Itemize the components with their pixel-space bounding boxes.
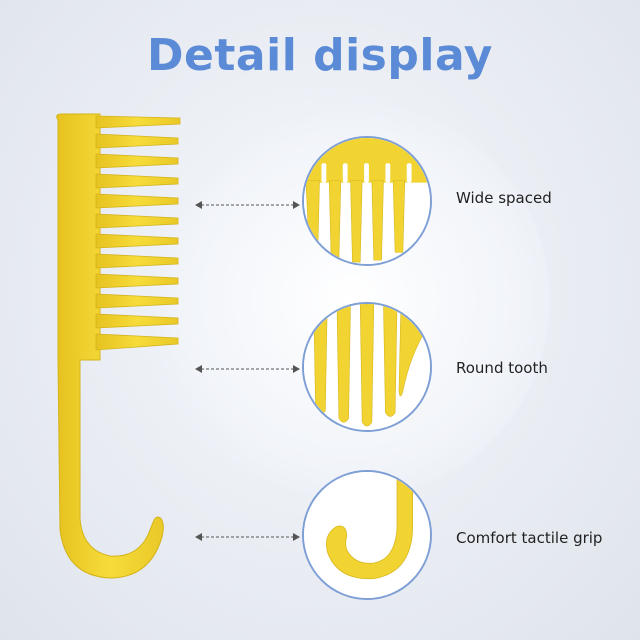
page-title: Detail display — [147, 30, 493, 81]
round-tooth-detail-icon — [304, 304, 430, 430]
wide-teeth-detail-icon — [304, 138, 430, 264]
detail-circle-round-tooth — [302, 302, 432, 432]
detail-circle-wide-spaced — [302, 136, 432, 266]
label-wide-spaced: Wide spaced — [456, 189, 552, 207]
arrow-comfort-grip — [195, 533, 300, 541]
comb-illustration — [56, 113, 181, 579]
hook-grip-detail-icon — [304, 472, 430, 598]
label-comfort-grip: Comfort tactile grip — [456, 529, 603, 547]
detail-circle-comfort-grip — [302, 470, 432, 600]
arrow-round-tooth — [195, 365, 300, 373]
arrow-wide-spaced — [195, 201, 300, 209]
label-round-tooth: Round tooth — [456, 359, 548, 377]
